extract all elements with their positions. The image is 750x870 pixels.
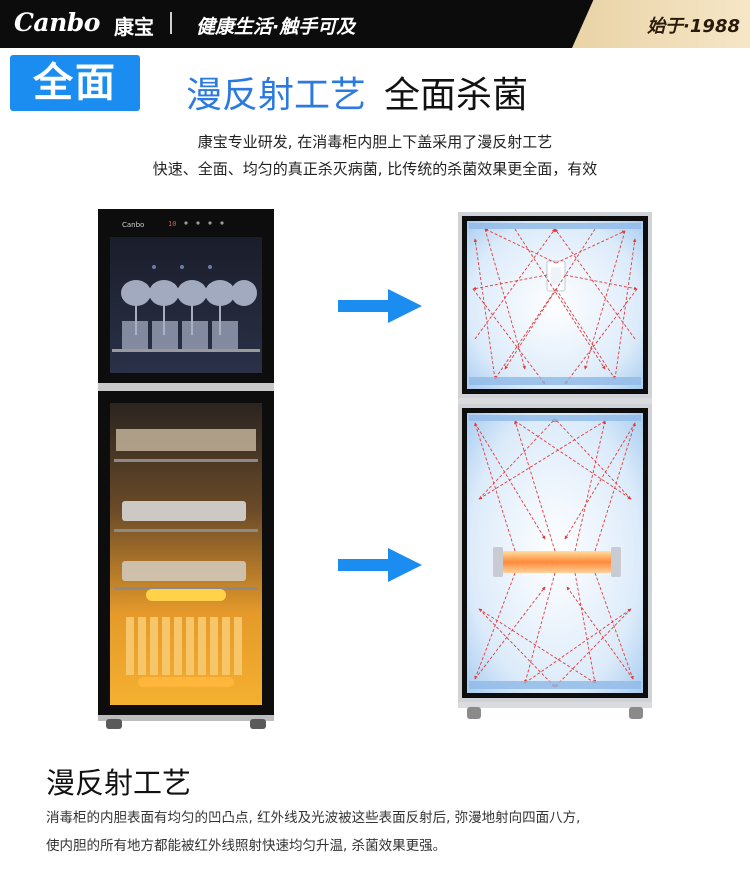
arrow-right-icon <box>338 548 422 582</box>
headline: 漫反射工艺全面杀菌 <box>186 66 528 118</box>
headline-blue: 漫反射工艺 <box>186 75 367 116</box>
brand-slogan: 健康生活·触手可及 <box>196 16 356 38</box>
section-description-line-1: 消毒柜的内胆表面有均匀的凹凸点, 红外线及光波被这些表面反射后, 弥漫地射向四面… <box>46 810 581 826</box>
upper-chamber-interior <box>467 221 643 389</box>
header-gold-panel <box>572 0 750 48</box>
infrared-heater-tube <box>501 551 613 573</box>
header-bar: Canbo 康宝 健康生活·触手可及 始于·1988 <box>0 0 750 48</box>
subtitle-line-1: 康宝专业研发, 在消毒柜内胆上下盖采用了漫反射工艺 <box>197 133 553 151</box>
header-divider <box>170 12 172 34</box>
cabinet-logo: Canbo <box>122 221 144 229</box>
section-title: 漫反射工艺 <box>46 766 192 800</box>
upper-reflection-rays <box>472 228 638 385</box>
arrow-right-icon <box>338 289 422 323</box>
brand-name-cn: 康宝 <box>114 15 154 39</box>
brand-logo: Canbo <box>14 8 100 37</box>
feature-badge: 全面 <box>10 55 140 111</box>
founded-year: 始于·1988 <box>647 16 740 37</box>
subtitle-line-2: 快速、全面、均匀的真正杀灭病菌, 比传统的杀菌效果更全面，有效 <box>152 160 598 178</box>
lower-reflection-rays <box>474 418 636 688</box>
product-photo-cabinet: Canbo 10 <box>98 209 274 729</box>
control-display: 10 <box>168 220 176 228</box>
section-description-line-2: 使内胆的所有地方都能被红外线照射快速均匀升温, 杀菌效果更强。 <box>46 838 447 854</box>
headline-black: 全面杀菌 <box>384 75 529 116</box>
diffuse-reflection-diagram <box>458 212 652 719</box>
